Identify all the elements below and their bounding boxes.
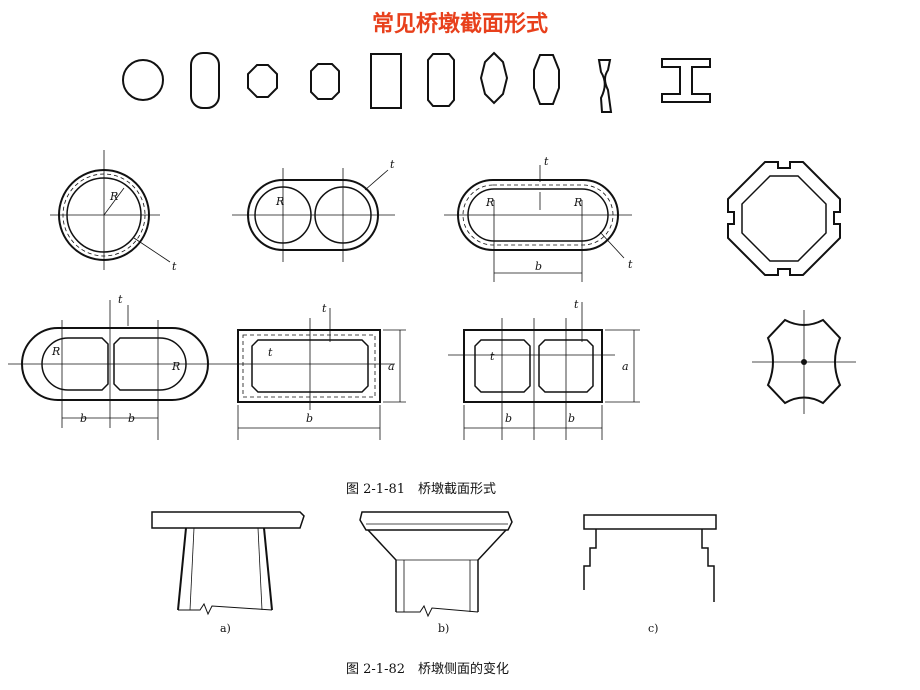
label-a: a (388, 360, 395, 373)
label-t: t (390, 158, 395, 171)
rounded-rect-section (190, 52, 220, 109)
label-t: t (574, 298, 579, 311)
label-r: R (109, 190, 118, 203)
figure-caption-2-1-81: 图 2-1-81 桥墩截面形式 (346, 482, 497, 497)
label-t: t (172, 260, 177, 273)
octagon-section (247, 64, 278, 98)
label-t: t (628, 258, 633, 271)
hollow-circle-section: R t (50, 150, 177, 273)
label-a: a (622, 360, 629, 373)
part-label-c: c) (648, 622, 658, 635)
side-elevation-c: c) (583, 514, 717, 635)
label-r: R (485, 196, 494, 209)
label-r: R (275, 195, 284, 208)
label-t: t (268, 346, 273, 359)
i-section (661, 58, 711, 103)
label-b: b (128, 412, 135, 425)
notched-octagon-section (727, 161, 841, 276)
circle-section (122, 59, 164, 101)
concave-octagon-section (752, 310, 856, 414)
twin-circle-section: R t (232, 158, 395, 262)
part-label-a: a) (220, 622, 231, 635)
chamfered-rect-section (427, 53, 455, 107)
rectangular-hollow-section: t t b a (222, 302, 406, 440)
label-t: t (544, 155, 549, 168)
page-title: 常见桥墩截面形式 (371, 12, 548, 37)
chamfered-square-section (310, 63, 340, 100)
hexagonal-section (533, 54, 560, 105)
oblong-hollow-section: R R t b t (444, 155, 633, 282)
label-r: R (51, 345, 60, 358)
label-b: b (568, 412, 575, 425)
figure-caption-2-1-82: 图 2-1-82 桥墩侧面的变化 (346, 662, 510, 677)
side-elevation-a: a) (151, 511, 305, 635)
basic-section-shapes (122, 51, 711, 113)
part-label-b: b) (438, 622, 449, 635)
label-t: t (118, 293, 123, 306)
label-r: R (573, 196, 582, 209)
waisted-section (597, 59, 613, 113)
twin-cell-rounded-section: R R t b b (8, 293, 222, 440)
pointed-section (479, 51, 509, 105)
label-b: b (80, 412, 87, 425)
label-b: b (306, 412, 313, 425)
rectangle-section (370, 53, 402, 109)
label-t: t (322, 302, 327, 315)
twin-cell-rectangular-section: t t b b a (448, 298, 640, 440)
label-r: R (171, 360, 180, 373)
side-elevation-b: b) (359, 511, 513, 635)
label-t: t (490, 350, 495, 363)
label-b: b (505, 412, 512, 425)
label-b: b (535, 260, 542, 273)
